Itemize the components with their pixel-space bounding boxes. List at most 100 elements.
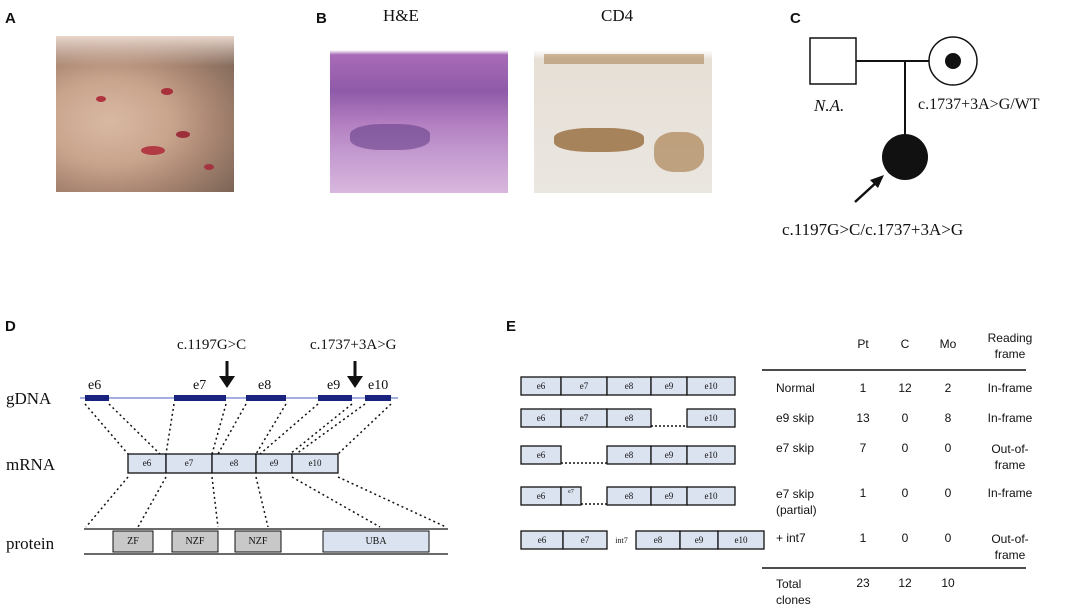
cell-c: 12 (898, 381, 912, 395)
mother-genotype-label: c.1737+3A>G/WT (918, 96, 1040, 113)
proband-symbol (882, 134, 928, 180)
transcript-exon (686, 486, 736, 506)
cell-mo: 2 (944, 381, 952, 395)
photo-lesion (204, 164, 214, 170)
cell-frame: In-frame (987, 486, 1033, 500)
cell-pt: 13 (856, 411, 870, 425)
mrna-exon-label: e9 (269, 458, 279, 468)
cell-frame: In-frame (987, 411, 1033, 425)
pedigree (809, 36, 978, 203)
domain-label: UBA (365, 536, 387, 547)
total-pt: 23 (856, 576, 870, 590)
variant1-label: c.1197G>C (177, 337, 247, 353)
domain-label: NZF (185, 536, 205, 547)
transcript-intron-label: int7 (615, 536, 628, 545)
gdna-exon-label: e7 (193, 378, 207, 393)
header-pt: Pt (857, 337, 869, 351)
transcript-exon (686, 445, 736, 465)
cell-mo: 0 (944, 486, 952, 500)
row-label: e9 skip (776, 411, 815, 425)
gdna-exon-label: e10 (368, 378, 389, 393)
transcript-exon-label: e7 (579, 413, 589, 423)
cd4-title: CD4 (601, 6, 634, 25)
panel-label-a: A (5, 10, 16, 27)
gdna-exon-e10 (365, 395, 391, 401)
clinical-photo-hand (56, 36, 234, 192)
protein-row-label: protein (6, 534, 55, 553)
total-mo: 10 (941, 576, 955, 590)
father-symbol (809, 37, 857, 85)
mrna-protein-connectors (85, 476, 447, 528)
he-infiltrate (350, 124, 430, 150)
mrna-exon-label: e7 (184, 458, 194, 468)
panel-label-b: B (316, 10, 327, 27)
cell-pt: 1 (859, 531, 867, 545)
domain-label: NZF (248, 536, 268, 547)
variant2-label: c.1737+3A>G (310, 337, 397, 353)
panel-label-c: C (790, 10, 801, 27)
mrna-row-label: mRNA (6, 455, 56, 474)
photo-lesion (141, 146, 165, 155)
transcript-exon (717, 530, 765, 550)
transcript-exon-label: e10 (704, 450, 718, 460)
gene-diagram (80, 361, 448, 555)
transcript-exon-label: e8 (624, 491, 634, 501)
panel-label-e: E (506, 318, 517, 335)
cell-frame: Out-of-frame (991, 532, 1029, 562)
gdna-exon-label: e9 (327, 378, 341, 393)
transcript-exon-label: e9 (664, 450, 674, 460)
transcript-exon-label: e9 (664, 491, 674, 501)
proband-arrow-head (870, 175, 884, 188)
cell-mo: 8 (944, 411, 952, 425)
cell-frame: Out-of-frame (991, 442, 1029, 472)
transcript-exon-label: e8 (624, 381, 634, 391)
transcript-exon-label: e6 (536, 491, 546, 501)
cell-pt: 1 (859, 486, 867, 500)
transcript-exon-label: e9 (694, 535, 704, 545)
transcript-exon-label: e6 (536, 450, 546, 460)
transcript-exon (560, 486, 582, 506)
transcript-exon-label: e8 (624, 450, 634, 460)
cell-frame: In-frame (987, 381, 1033, 395)
gdna-mrna-connectors (84, 403, 392, 455)
cd4-positive-cells (654, 132, 704, 172)
mrna-exon-label: e6 (142, 458, 152, 468)
transcript-exon-label: e8 (624, 413, 634, 423)
mrna-exon-box (291, 453, 339, 474)
transcript-exon-label: e7 (580, 535, 590, 545)
transcript-exon (606, 408, 652, 428)
transcript-exon (686, 376, 736, 396)
cell-c: 0 (901, 531, 909, 545)
row-label: e7 skip (776, 441, 815, 455)
photo-background (56, 36, 234, 66)
cd4-positive-cells (554, 128, 644, 152)
cell-mo: 0 (944, 441, 952, 455)
cell-pt: 1 (859, 381, 867, 395)
father-label: N.A. (814, 96, 845, 115)
transcript-exon-label: e8 (653, 535, 663, 545)
transcript-exon (686, 408, 736, 428)
transcript-exon-label: e10 (704, 413, 718, 423)
mrna-exon-label: e10 (308, 458, 322, 468)
transcript-exon-label: e7 (568, 489, 574, 495)
transcript-exon-label: e6 (537, 535, 547, 545)
gdna-exon-e9 (318, 395, 352, 401)
cell-c: 0 (901, 411, 909, 425)
gdna-exon-e6 (85, 395, 109, 401)
photo-lesion (161, 88, 173, 95)
mother-carrier-dot (945, 53, 961, 69)
cd4-positive-cells (544, 54, 704, 64)
cell-pt: 7 (859, 441, 867, 455)
header-mo: Mo (939, 337, 957, 351)
row-label: + int7 (776, 531, 806, 545)
photo-lesion (96, 96, 106, 102)
gdna-exon-e8 (246, 395, 286, 401)
variant2-arrow-head (347, 376, 363, 388)
header-c: C (900, 337, 910, 351)
cell-c: 0 (901, 441, 909, 455)
row-label: e7 skip (partial) (776, 487, 817, 517)
cell-c: 0 (901, 486, 909, 500)
cd4-stain-image (534, 36, 712, 193)
transcript-exon-label: e10 (704, 491, 718, 501)
